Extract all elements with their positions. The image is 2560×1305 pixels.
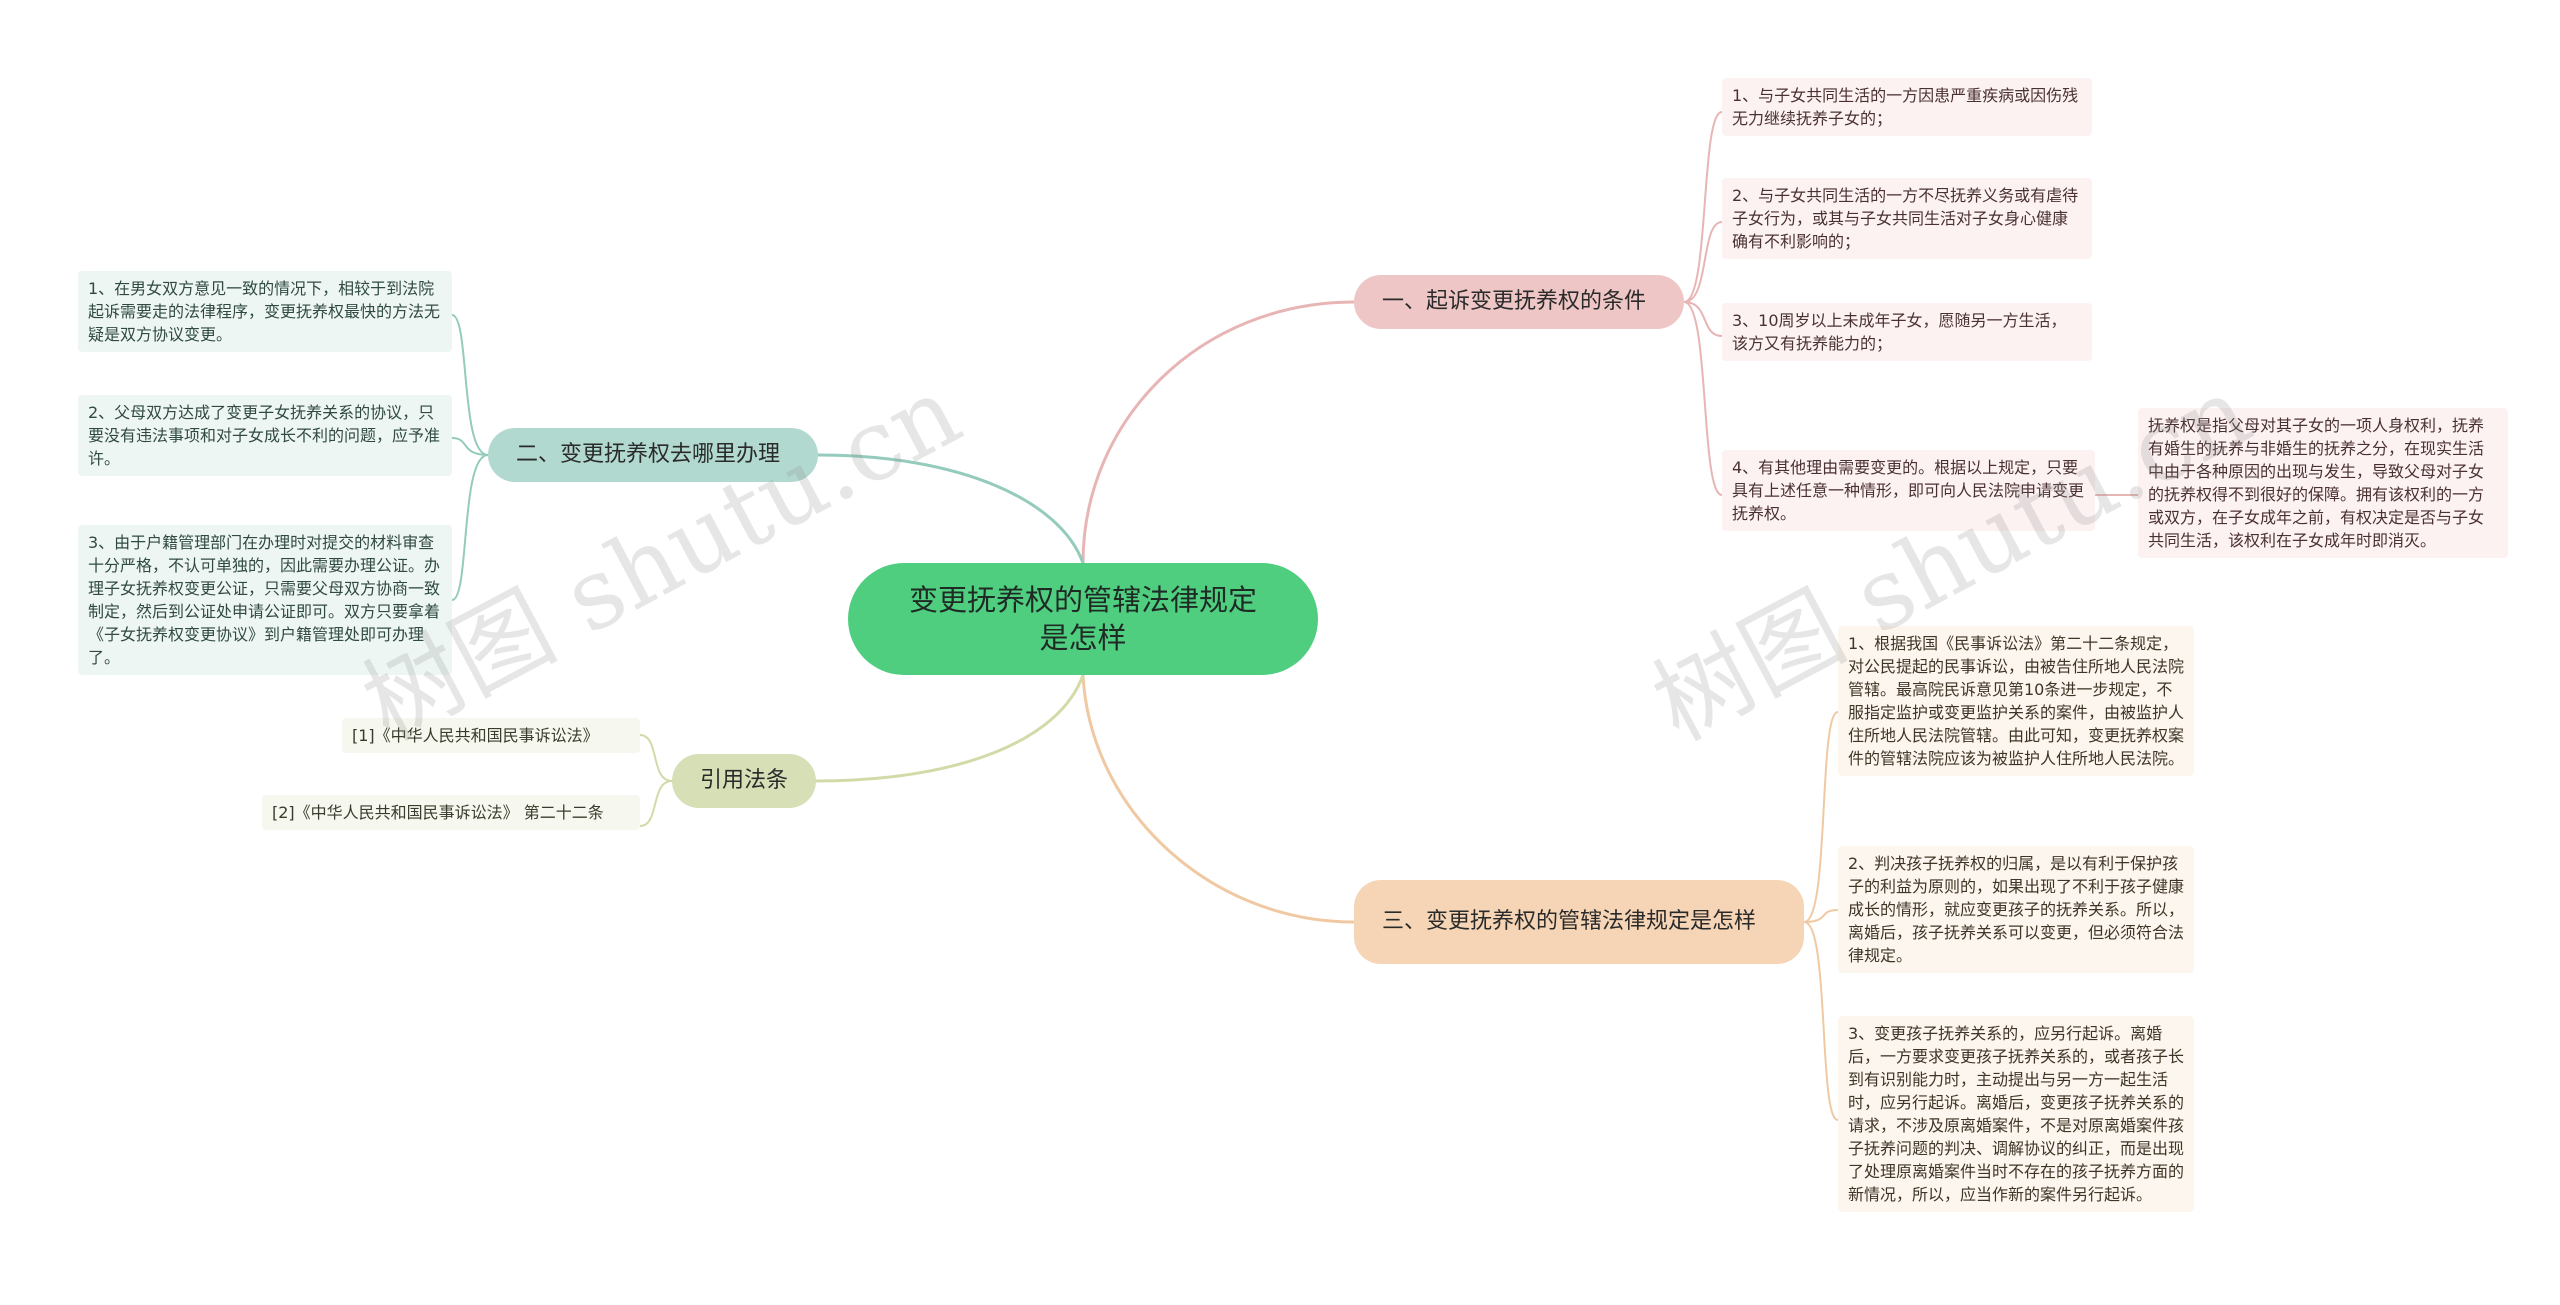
link-jurisdiction-2 (1803, 909, 1839, 923)
link-conditions-4 (1683, 301, 1723, 496)
link-root-conditions (1081, 300, 1355, 564)
citation-item-2[interactable]: [2]《中华人民共和国民事诉讼法》 第二十二条 (262, 795, 640, 830)
branch-jurisdiction-label: 三、变更抚养权的管辖法律规定是怎样 (1382, 909, 1757, 934)
link-jurisdiction-3 (1803, 921, 1839, 1121)
branch-conditions[interactable]: 一、起诉变更抚养权的条件 (1354, 275, 1684, 329)
conditions-item-4[interactable]: 4、有其他理由需要变更的。根据以上规定，只要具有上述任意一种情形，即可向人民法院… (1722, 450, 2095, 531)
link-root-where (817, 453, 1085, 564)
link-jurisdiction-1 (1803, 711, 1839, 923)
branch-conditions-label: 一、起诉变更抚养权的条件 (1382, 289, 1647, 314)
where-item-1[interactable]: 1、在男女双方意见一致的情况下，相较于到法院起诉需要走的法律程序，变更抚养权最快… (78, 271, 452, 352)
link-citations-2 (639, 780, 673, 827)
root-topic-label: 变更抚养权的管辖法律规定是怎样 (908, 583, 1257, 655)
jurisdiction-item-1[interactable]: 1、根据我国《民事诉讼法》第二十二条规定，对公民提起的民事诉讼，由被告住所地人民… (1838, 626, 2194, 776)
branch-citations[interactable]: 引用法条 (672, 754, 816, 808)
link-conditions-1 (1683, 111, 1723, 303)
conditions-item-1[interactable]: 1、与子女共同生活的一方因患严重疾病或因伤残无力继续抚养子女的； (1722, 78, 2092, 136)
citation-item-1-text: [1]《中华人民共和国民事诉讼法》 (352, 726, 599, 745)
citation-item-1[interactable]: [1]《中华人民共和国民事诉讼法》 (342, 718, 640, 753)
link-where-2 (451, 437, 489, 456)
citation-item-2-text: [2]《中华人民共和国民事诉讼法》 第二十二条 (272, 803, 604, 822)
conditions-note[interactable]: 抚养权是指父母对其子女的一项人身权利，抚养有婚生的抚养与非婚生的抚养之分，在现实… (2138, 408, 2508, 558)
conditions-note-text: 抚养权是指父母对其子女的一项人身权利，抚养有婚生的抚养与非婚生的抚养之分，在现实… (2148, 416, 2485, 550)
where-item-2-text: 2、父母双方达成了变更子女抚养关系的协议，只要没有违法事项和对子女成长不利的问题… (88, 403, 441, 468)
conditions-item-2-text: 2、与子女共同生活的一方不尽抚养义务或有虐待子女行为，或其与子女共同生活对子女身… (1732, 186, 2079, 251)
jurisdiction-item-2-text: 2、判决孩子抚养权的归属，是以有利于保护孩子的利益为原则的，如果出现了不利于孩子… (1848, 854, 2185, 965)
branch-where[interactable]: 二、变更抚养权去哪里办理 (488, 428, 818, 482)
link-root-jurisdiction (1081, 674, 1355, 924)
link-where-1 (451, 314, 489, 456)
link-conditions-3 (1683, 301, 1723, 337)
where-item-3[interactable]: 3、由于户籍管理部门在办理时对提交的材料审查十分严格，不认可单独的，因此需要办理… (78, 525, 452, 675)
branch-jurisdiction[interactable]: 三、变更抚养权的管辖法律规定是怎样 (1354, 880, 1804, 964)
conditions-item-2[interactable]: 2、与子女共同生活的一方不尽抚养义务或有虐待子女行为，或其与子女共同生活对子女身… (1722, 178, 2092, 259)
link-root-citations (815, 674, 1085, 783)
conditions-item-3[interactable]: 3、10周岁以上未成年子女，愿随另一方生活，该方又有抚养能力的； (1722, 303, 2092, 361)
link-citations-1 (639, 734, 673, 782)
link-conditions-2 (1683, 221, 1723, 303)
jurisdiction-item-3[interactable]: 3、变更孩子抚养关系的，应另行起诉。离婚后，一方要求变更孩子抚养关系的，或者孩子… (1838, 1016, 2194, 1212)
where-item-3-text: 3、由于户籍管理部门在办理时对提交的材料审查十分严格，不认可单独的，因此需要办理… (88, 533, 441, 667)
jurisdiction-item-3-text: 3、变更孩子抚养关系的，应另行起诉。离婚后，一方要求变更孩子抚养关系的，或者孩子… (1848, 1024, 2185, 1204)
conditions-item-3-text: 3、10周岁以上未成年子女，愿随另一方生活，该方又有抚养能力的； (1732, 311, 2067, 353)
branch-citations-label: 引用法条 (699, 768, 788, 793)
conditions-item-1-text: 1、与子女共同生活的一方因患严重疾病或因伤残无力继续抚养子女的； (1732, 86, 2079, 128)
branch-where-label: 二、变更抚养权去哪里办理 (516, 442, 781, 467)
conditions-item-4-text: 4、有其他理由需要变更的。根据以上规定，只要具有上述任意一种情形，即可向人民法院… (1732, 458, 2085, 523)
where-item-2[interactable]: 2、父母双方达成了变更子女抚养关系的协议，只要没有违法事项和对子女成长不利的问题… (78, 395, 452, 476)
jurisdiction-item-2[interactable]: 2、判决孩子抚养权的归属，是以有利于保护孩子的利益为原则的，如果出现了不利于孩子… (1838, 846, 2194, 973)
link-where-3 (451, 454, 489, 601)
root-topic[interactable]: 变更抚养权的管辖法律规定是怎样 (848, 563, 1318, 675)
jurisdiction-item-1-text: 1、根据我国《民事诉讼法》第二十二条规定，对公民提起的民事诉讼，由被告住所地人民… (1848, 634, 2185, 768)
where-item-1-text: 1、在男女双方意见一致的情况下，相较于到法院起诉需要走的法律程序，变更抚养权最快… (88, 279, 441, 344)
